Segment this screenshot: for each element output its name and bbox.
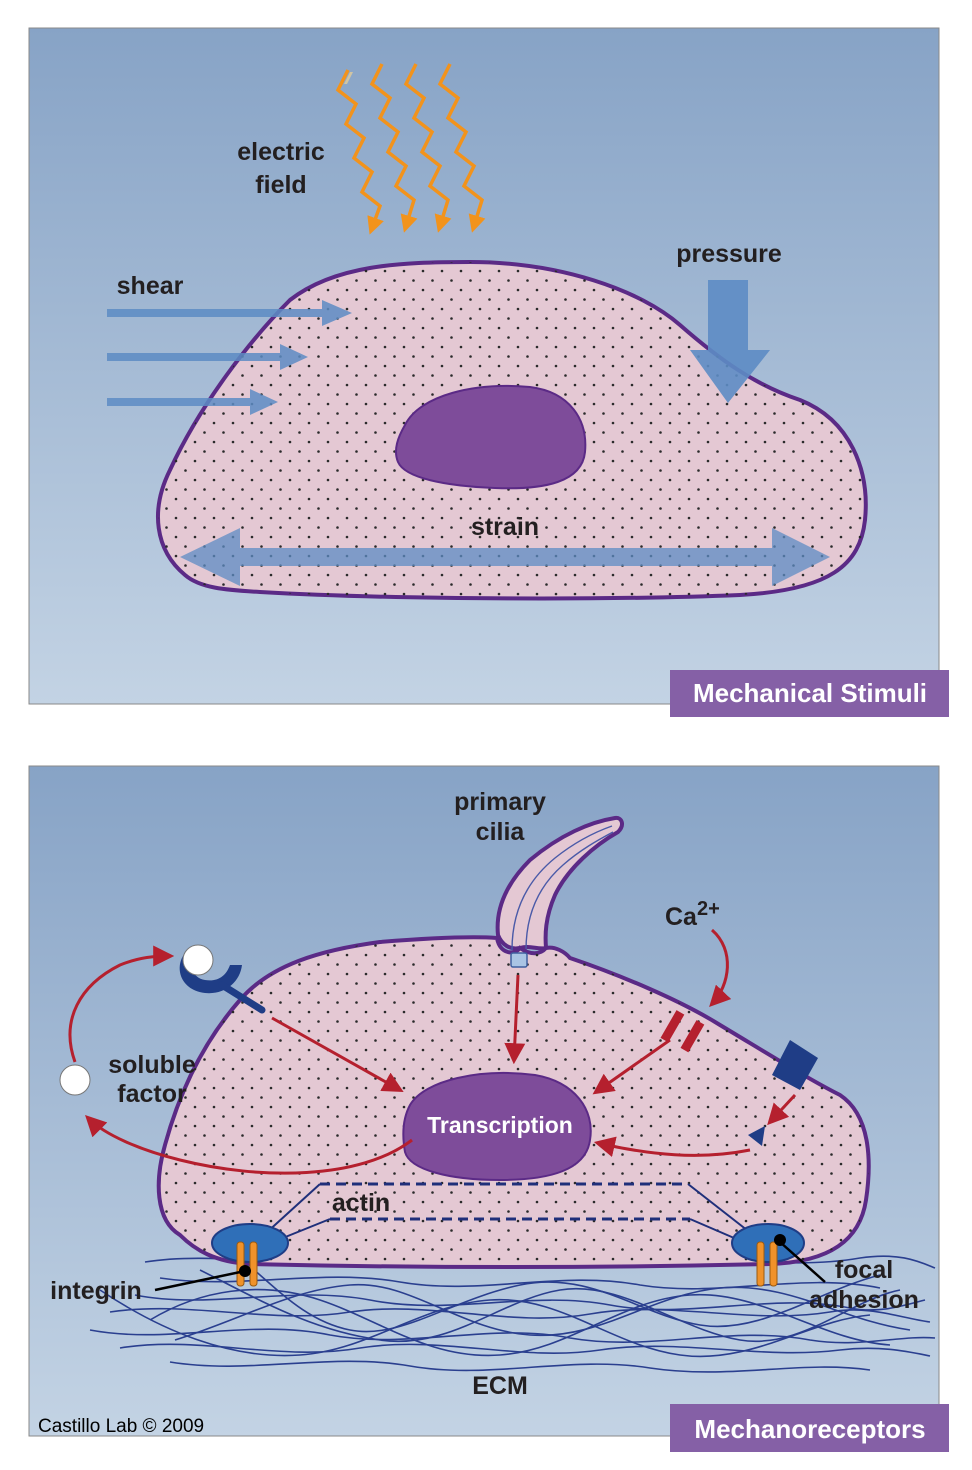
strain-label: strain <box>471 513 539 541</box>
ecm-fibers <box>89 1249 936 1373</box>
nucleus <box>395 384 587 490</box>
focal-adhesion-left <box>211 1223 289 1287</box>
calcium-label-superscript: 2+ <box>697 898 720 920</box>
primary-cilia-label-line1: primary <box>454 788 546 816</box>
pressure-arrow-icon <box>690 280 770 403</box>
nucleus <box>402 1072 592 1182</box>
cilium-microtubules <box>511 825 614 951</box>
actin-label: actin <box>332 1189 390 1217</box>
leader-lines <box>154 1241 826 1292</box>
signal-arrows <box>68 928 797 1175</box>
panel-title: Mechanical Stimuli <box>693 678 927 708</box>
electric-field-label-line1: electric <box>237 138 325 166</box>
panel-title: Mechanoreceptors <box>694 1414 925 1444</box>
receptor-icon <box>179 948 266 1014</box>
ecm-label: ECM <box>472 1372 528 1400</box>
calcium-label: Ca2+ <box>665 898 720 931</box>
focal-adhesion-pointer-dot <box>774 1234 786 1246</box>
panel-title-box <box>670 1404 949 1452</box>
soluble-factor-label-line1: soluble <box>108 1051 196 1079</box>
credit-text: Castillo Lab © 2009 <box>38 1416 204 1437</box>
pressure-label: pressure <box>676 240 782 268</box>
focal-adhesion-right <box>731 1223 805 1287</box>
ion-channel-icon <box>660 1010 705 1053</box>
panel-title-box <box>670 670 949 717</box>
primary-cilia-label-line2: cilia <box>476 818 526 846</box>
basal-body <box>510 952 528 968</box>
shear-arrow-icon <box>107 300 352 415</box>
transcription-label: Transcription <box>427 1112 573 1138</box>
soluble-factor-label-line2: factor <box>117 1080 187 1108</box>
calcium-label-base: Ca <box>665 903 698 931</box>
strain-arrow-icon <box>180 528 830 586</box>
focal-adhesion-label-line2: adhesion <box>809 1286 919 1314</box>
integrin-label: integrin <box>50 1277 142 1305</box>
mechanical-stimuli-panel: electric field pressure shear strain Mec… <box>28 27 949 717</box>
shear-label: shear <box>117 272 184 300</box>
soluble-factor-free <box>59 1064 91 1096</box>
focal-adhesion-label-line1: focal <box>835 1256 893 1284</box>
mechanoreceptors-panel: primary cilia Ca2+ soluble factor Transc… <box>28 765 949 1452</box>
stretch-receptor-icon <box>748 1040 818 1146</box>
electric-field-label-line2: field <box>255 171 306 199</box>
integrin-pointer-dot <box>239 1265 251 1277</box>
wave-arrow-icon <box>335 63 486 235</box>
soluble-factor-bound <box>182 944 214 976</box>
